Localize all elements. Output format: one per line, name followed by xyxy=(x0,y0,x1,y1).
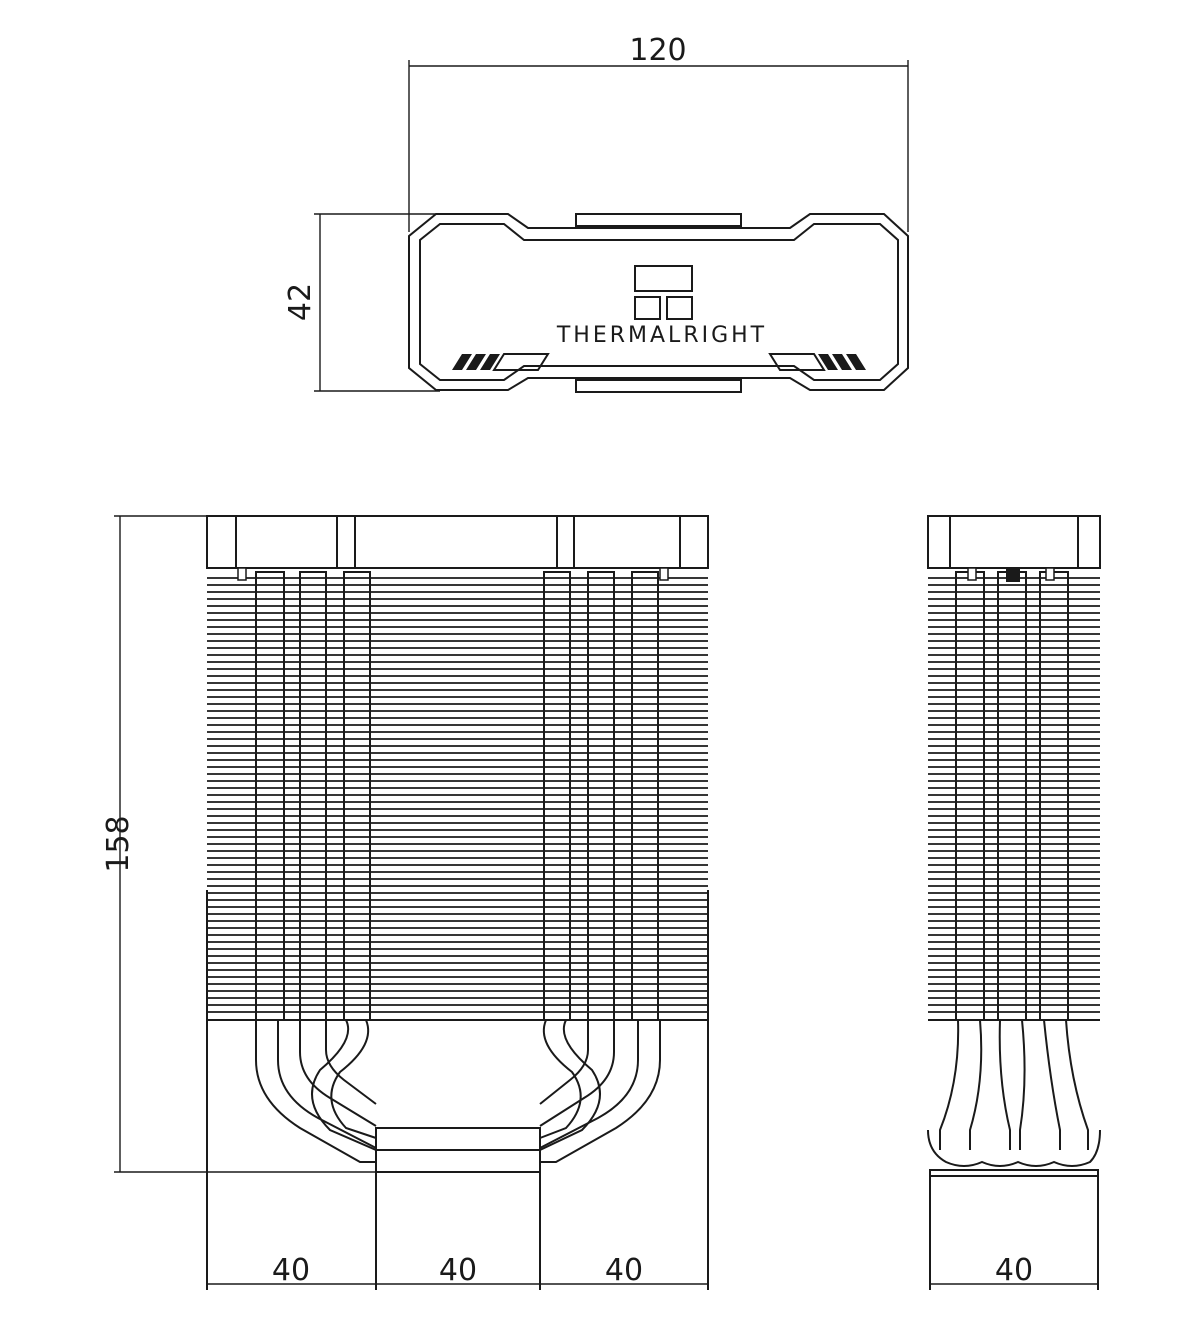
dim-front-middle-label: 40 xyxy=(439,1253,477,1288)
front-view: 158 xyxy=(101,515,709,1290)
dim-front-right-label: 40 xyxy=(605,1253,643,1288)
front-heatpipe xyxy=(299,571,327,1021)
thermalright-logo-icon xyxy=(634,265,693,320)
top-mount-tab-bottom xyxy=(575,379,742,393)
dim-front-left-label: 40 xyxy=(272,1253,310,1288)
side-clip-mark xyxy=(1006,568,1020,582)
side-stud xyxy=(967,567,977,581)
front-stud xyxy=(237,567,247,581)
fan-frame-inner xyxy=(419,223,899,381)
dim-side-width-label: 40 xyxy=(995,1253,1033,1288)
side-view: 40 xyxy=(927,515,1101,1290)
front-heatpipe xyxy=(587,571,615,1021)
dim-top-width-label: 120 xyxy=(629,33,686,68)
top-mount-tab-top xyxy=(575,213,742,227)
side-stud xyxy=(1045,567,1055,581)
front-fin-stack xyxy=(207,567,708,1021)
top-view: 120 42 THERMALRIGHT xyxy=(283,33,909,393)
left-stripes xyxy=(452,353,550,371)
side-fin-stack xyxy=(928,567,1100,1021)
fan-frame-outline xyxy=(408,213,909,391)
front-heatpipe xyxy=(543,571,571,1021)
dim-top-depth-label: 42 xyxy=(283,283,318,321)
front-heatpipe xyxy=(255,571,285,1021)
side-heatpipe xyxy=(955,571,985,1021)
brand-name: THERMALRIGHT xyxy=(556,323,767,348)
side-base-plate xyxy=(929,1169,1099,1177)
side-heatpipe-bends xyxy=(927,1019,1101,1167)
right-stripes xyxy=(768,353,866,371)
front-heatpipe xyxy=(343,571,371,1021)
front-stud xyxy=(659,567,669,581)
front-heatpipe xyxy=(631,571,659,1021)
front-heatpipe-bends xyxy=(255,1019,661,1163)
front-fan-frame xyxy=(206,515,709,569)
side-heatpipe xyxy=(997,571,1027,1021)
dim-height-label: 158 xyxy=(101,815,136,872)
side-fan-frame xyxy=(927,515,1101,569)
side-heatpipe xyxy=(1039,571,1069,1021)
